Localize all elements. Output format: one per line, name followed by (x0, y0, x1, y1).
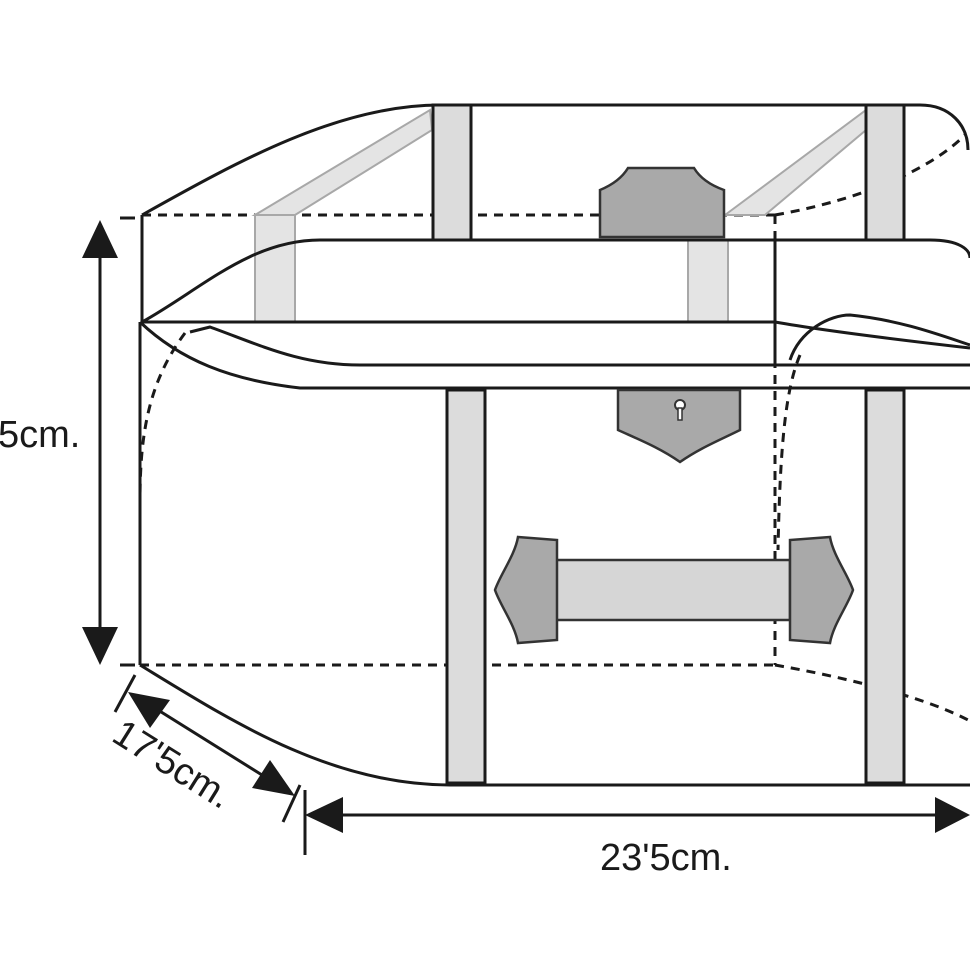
lid (140, 103, 970, 367)
dimension-depth: 17'5cm. (105, 674, 302, 823)
body (138, 320, 970, 787)
dimension-width: 23'5cm. (303, 790, 970, 879)
handle-plate-right (788, 535, 855, 645)
height-label: 5cm. (0, 414, 80, 456)
width-label: 23'5cm. (600, 837, 732, 879)
handle-plate-left (493, 535, 559, 645)
lid-lock-plate (598, 166, 726, 239)
dimension-height: 5cm. (0, 216, 135, 667)
handle-bar (553, 558, 792, 622)
depth-label: 17'5cm. (105, 712, 239, 818)
keyhole-plate (616, 388, 742, 464)
